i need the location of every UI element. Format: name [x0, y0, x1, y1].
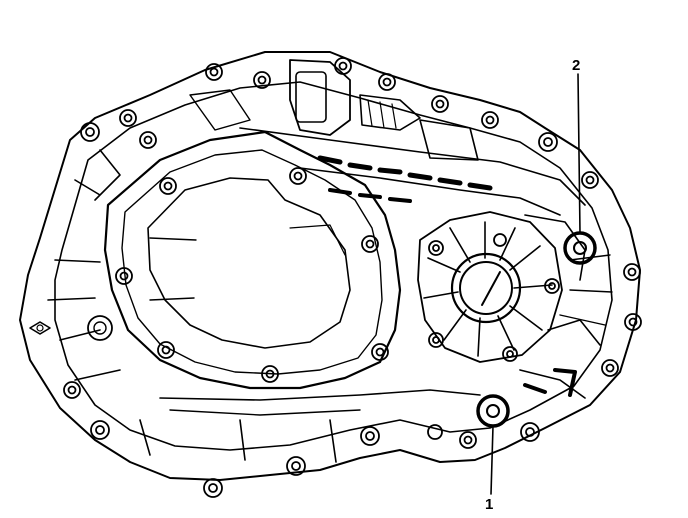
perimeter-bolts — [63, 57, 642, 498]
cover-bolts — [115, 167, 560, 383]
leader-line-2 — [577, 73, 581, 234]
case-inner-wall — [54, 81, 613, 451]
callout-label-2: 2 — [572, 57, 581, 74]
leader-line-1 — [490, 425, 494, 495]
shift-tower — [289, 59, 351, 136]
callout-label-1: 1 — [485, 496, 494, 513]
case-outer-outline — [19, 51, 641, 481]
bellhousing-inner-rim — [121, 149, 383, 375]
bolt-1 — [476, 394, 510, 428]
bellhousing-cover — [103, 130, 402, 390]
differential-ribs — [423, 221, 553, 357]
clutch-pocket — [147, 177, 351, 349]
output-shaft-seal-outer — [450, 252, 522, 324]
shift-rail-upper — [239, 127, 586, 206]
shift-rail-lower — [299, 167, 561, 216]
output-shaft-seal-inner — [459, 261, 513, 315]
